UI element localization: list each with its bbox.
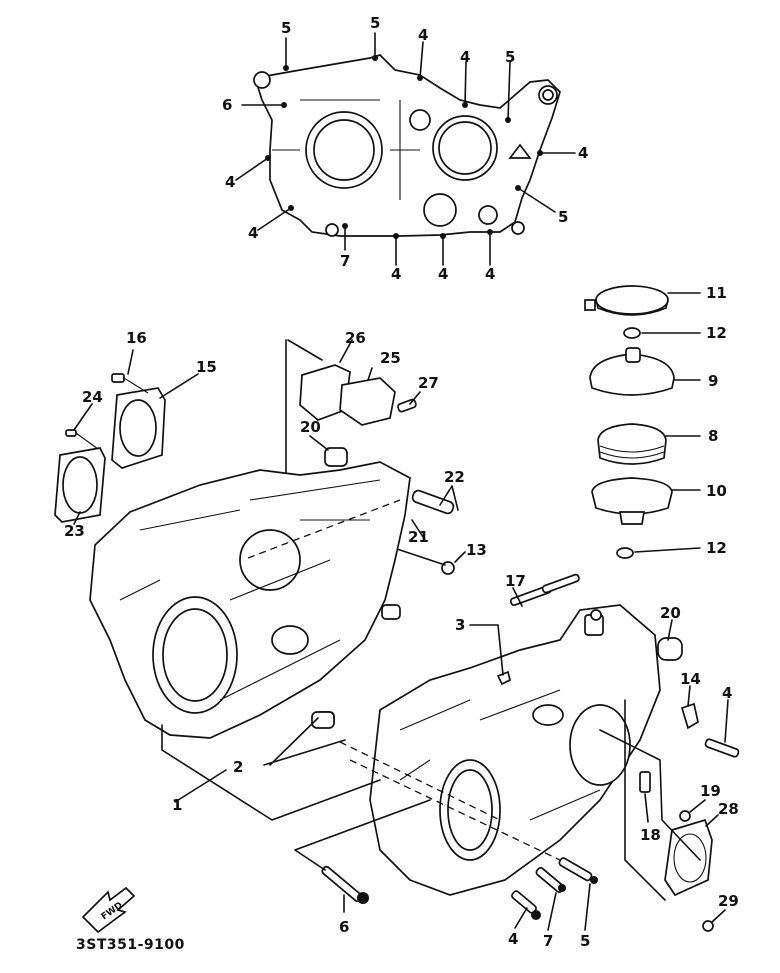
callout-label-12-bottom: 12 <box>706 539 727 557</box>
callout-label: 4 <box>225 173 235 191</box>
callout-label: 5 <box>505 48 515 66</box>
callout-label-1: 1 <box>172 796 182 814</box>
callout-label: 4 <box>578 144 588 162</box>
callout-label: 7 <box>340 252 350 270</box>
callout-label: 4 <box>438 265 448 283</box>
callout-label-23: 23 <box>64 522 85 540</box>
callout-label-29: 29 <box>718 892 739 910</box>
callout-label-17: 17 <box>505 572 526 590</box>
callout-label-12-top: 12 <box>706 324 727 342</box>
callout-label: 5 <box>281 19 291 37</box>
callout-label: 4 <box>418 26 428 44</box>
left-crankcase-half <box>89 461 411 739</box>
callout-label-25: 25 <box>380 349 401 367</box>
callout-label-20-right: 20 <box>660 604 681 622</box>
callout-label: 6 <box>222 96 232 114</box>
callout-label-3: 3 <box>455 616 465 634</box>
callout-label-27: 27 <box>418 374 439 392</box>
callout-label-13: 13 <box>466 541 487 559</box>
right-side-small-parts: 3 17 20 14 4 18 19 28 29 <box>455 572 740 932</box>
cover-plates-left: 16 15 24 23 <box>54 329 217 540</box>
callout-label-19: 19 <box>700 782 721 800</box>
callout-label-18: 18 <box>640 826 661 844</box>
callout-label-4-bottom: 4 <box>508 930 518 948</box>
upper-small-parts: 26 25 27 20 22 21 13 <box>285 329 487 575</box>
part-catalog-code: 3ST351-9100 <box>76 937 185 953</box>
callout-label-4-right: 4 <box>722 684 732 702</box>
callout-label-7: 7 <box>543 932 553 950</box>
callout-label-28: 28 <box>718 800 739 818</box>
forward-direction-badge: FWD <box>81 886 136 934</box>
right-crankcase-half <box>311 604 661 896</box>
callout-label-8: 8 <box>708 427 718 445</box>
bottom-bolts-and-leaders: 6 4 7 5 2 1 <box>161 717 598 950</box>
callout-label-5: 5 <box>580 932 590 950</box>
callout-label: 5 <box>558 208 568 226</box>
top-crankcase-face-view: 5 5 4 4 5 6 4 4 5 4 7 4 4 4 <box>222 14 588 283</box>
callout-label-26: 26 <box>345 329 366 347</box>
callout-label-21: 21 <box>408 528 429 546</box>
callout-label-15: 15 <box>196 358 217 376</box>
callout-label: 5 <box>370 14 380 32</box>
callout-label-9: 9 <box>708 372 718 390</box>
callout-label-10: 10 <box>706 482 727 500</box>
callout-label-20-left: 20 <box>300 418 321 436</box>
callout-label-24: 24 <box>82 388 103 406</box>
callout-label: 4 <box>248 224 258 242</box>
filter-assembly-stack: 11 12 9 8 10 12 <box>584 284 727 559</box>
callout-label-11: 11 <box>706 284 727 302</box>
callout-label-6: 6 <box>339 918 349 936</box>
callout-label-2: 2 <box>233 758 243 776</box>
callout-label-16: 16 <box>126 329 147 347</box>
callout-label-14: 14 <box>680 670 701 688</box>
callout-label-22: 22 <box>444 468 465 486</box>
callout-label: 4 <box>460 48 470 66</box>
callout-label: 4 <box>391 265 401 283</box>
callout-label: 4 <box>485 265 495 283</box>
